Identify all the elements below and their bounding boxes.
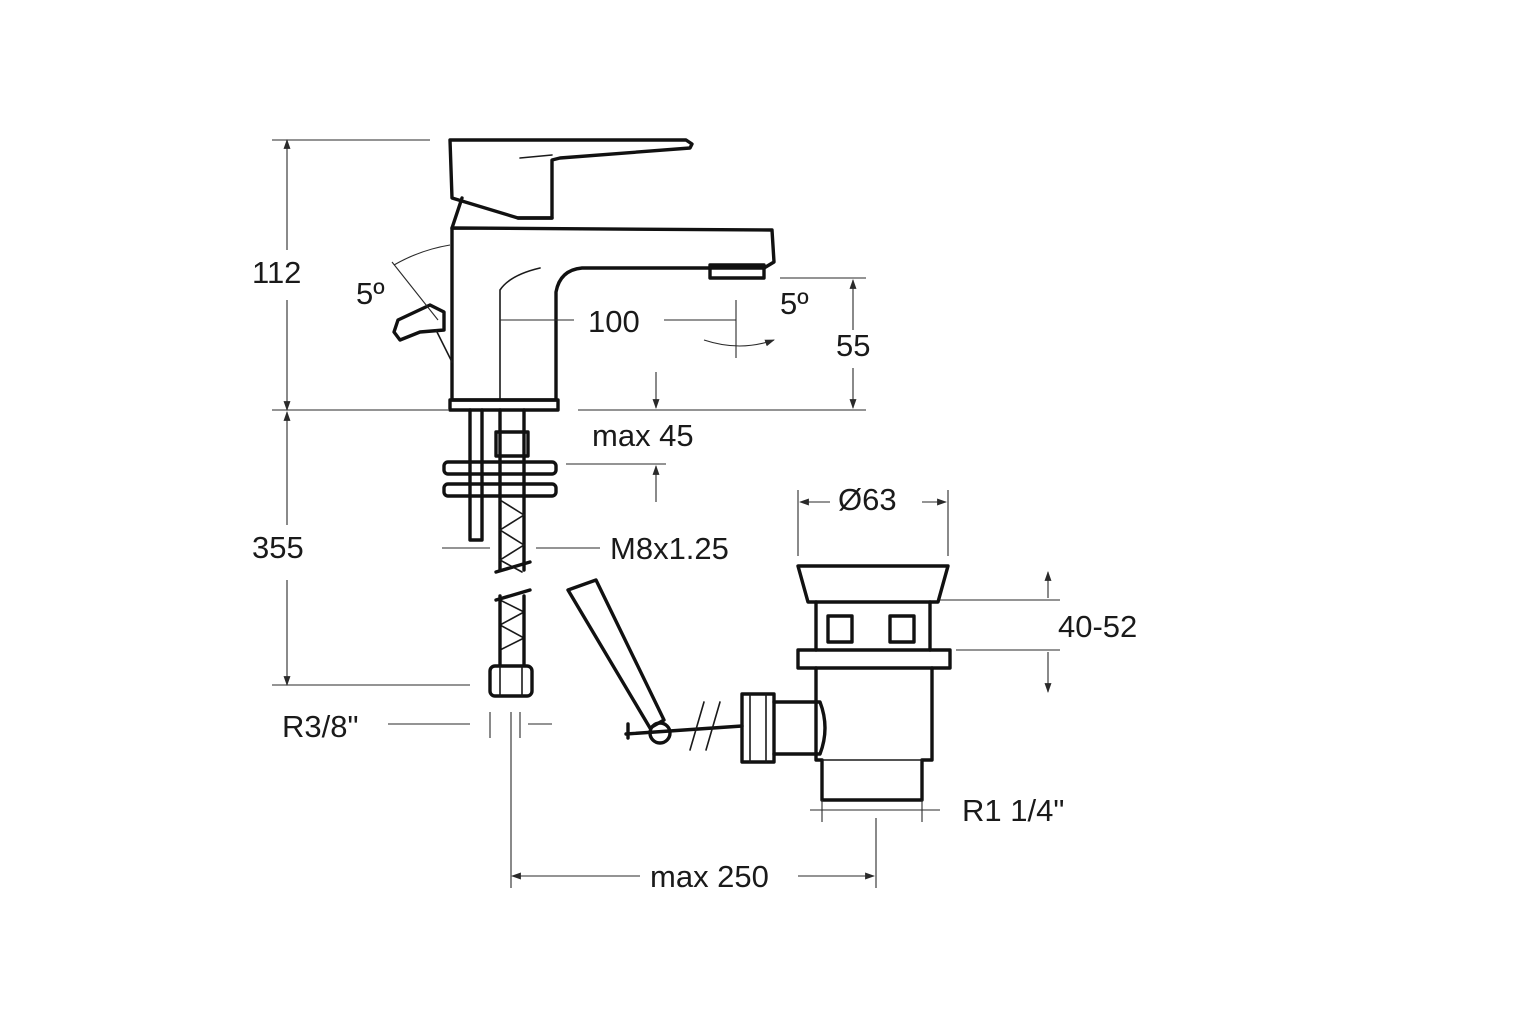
dim-55-label: 55 (836, 328, 870, 363)
waste-flange (796, 564, 950, 604)
washer-top (442, 460, 558, 476)
dim-100-label: 100 (588, 304, 640, 339)
hose-fitting (488, 664, 534, 698)
dim-max250-label: max 250 (650, 859, 769, 894)
waste-locknut (796, 648, 952, 670)
pull-knob (392, 303, 446, 342)
dim-m8-label: M8x1.25 (610, 531, 729, 566)
dim-112-label: 112 (252, 255, 301, 290)
dim-r114-label: R1 1/4" (962, 793, 1064, 828)
lever-handle (448, 138, 694, 220)
waste-body (814, 666, 934, 802)
rod-nut (494, 430, 530, 458)
flexible-hose (499, 499, 525, 651)
dim-max45-label: max 45 (592, 418, 694, 453)
mounting-hardware (442, 408, 558, 698)
dim-355-label: 355 (252, 530, 304, 565)
dimension-lines (272, 140, 1060, 888)
faucet-neck (450, 196, 554, 230)
waste-valve (740, 564, 952, 802)
base-plate (448, 398, 560, 412)
dim-spout-angle-label: 5º (780, 286, 809, 321)
faucet (392, 138, 776, 412)
dim-r38-label: R3/8" (282, 709, 359, 744)
popup-linkage (566, 578, 744, 751)
dim-o63-label: Ø63 (838, 482, 897, 517)
waste-side-port (740, 692, 776, 764)
dim-lever-angle-label: 5º (356, 276, 385, 311)
spout-aerator (708, 263, 766, 280)
dim-40-52-label: 40-52 (1058, 609, 1137, 644)
washer-bottom (442, 482, 558, 498)
